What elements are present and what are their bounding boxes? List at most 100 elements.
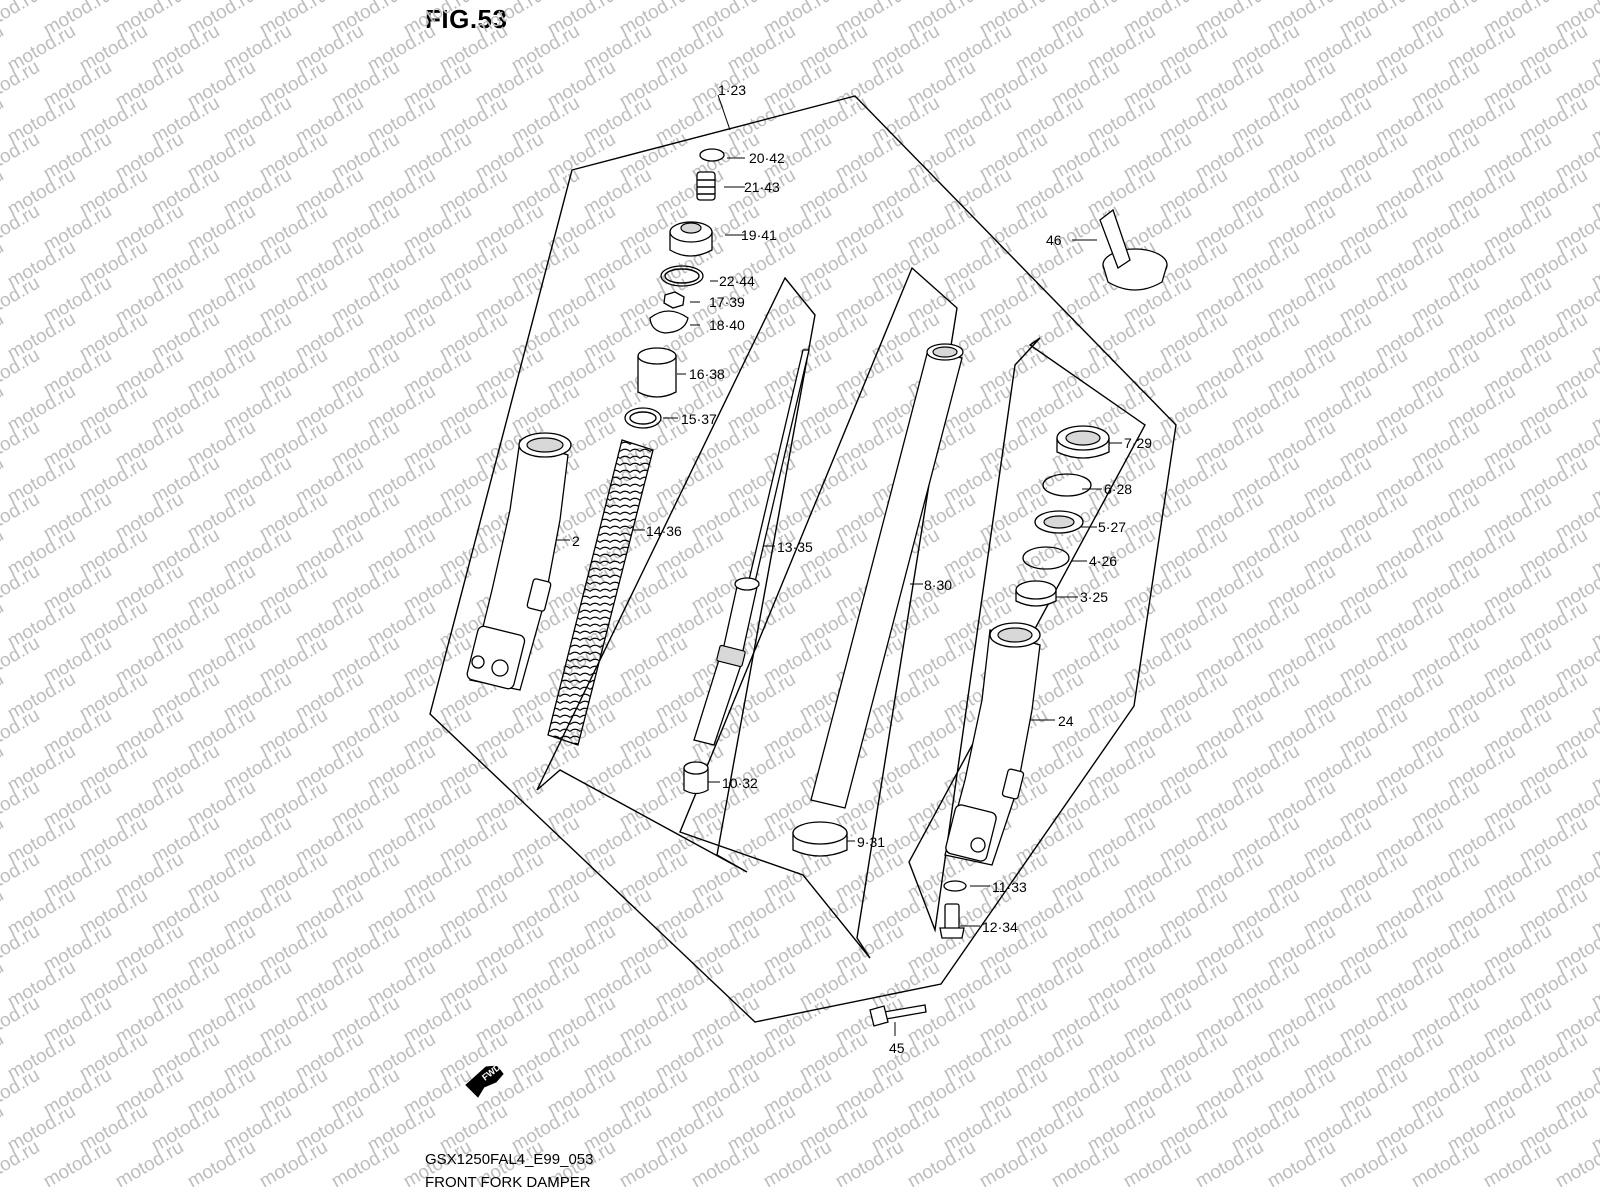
watermark-text: motod.ru (328, 1137, 403, 1193)
inner-tube-frame (908, 337, 1146, 933)
callout-7-29: 7·29 (1124, 435, 1152, 451)
spring-stopper (649, 310, 689, 334)
watermark-text: motod.ru (0, 273, 43, 329)
watermark-text: motod.ru (0, 93, 7, 149)
o-ring-cap (660, 265, 704, 287)
watermark-text: motod.ru (0, 237, 7, 293)
oil-seal-stopper-ring (1042, 473, 1092, 497)
dust-seal (1056, 425, 1110, 459)
watermark-text: motod.ru (1048, 1137, 1123, 1193)
callout-19-41: 19·41 (741, 227, 777, 243)
callout-2: 2 (572, 533, 580, 549)
callout-5-27: 5·27 (1098, 519, 1126, 535)
watermark-text: motod.ru (0, 957, 7, 1013)
callout-16-38: 16·38 (689, 366, 725, 382)
callout-1-23: 1·23 (718, 82, 746, 98)
watermark-text: motod.ru (688, 1137, 763, 1193)
callout-6-28: 6·28 (1104, 481, 1132, 497)
gasket-washer (943, 880, 967, 892)
callout-10-32: 10·32 (722, 775, 758, 791)
watermark-text: motod.ru (112, 1137, 187, 1193)
watermark-text: motod.ru (0, 849, 43, 905)
watermark-text: motod.ru (256, 1137, 331, 1193)
watermark-text: motod.ru (1120, 1137, 1195, 1193)
spring-frame (536, 276, 816, 873)
watermark-text: motod.ru (0, 525, 7, 581)
watermark-text: motod.ru (904, 1137, 979, 1193)
callout-24: 24 (1058, 713, 1074, 729)
figure-code: GSX1250FAL4_E99_053 (425, 1151, 594, 1168)
watermark-text: motod.ru (0, 489, 43, 545)
watermark-text: motod.ru (1480, 1137, 1555, 1193)
callout-14-36: 14·36 (646, 523, 682, 539)
watermark-text: motod.ru (0, 0, 43, 40)
watermark-text: motod.ru (0, 201, 43, 257)
callout-8-30: 8·30 (924, 577, 952, 593)
watermark-text: motod.ru (832, 1137, 907, 1193)
fork-spring (547, 439, 654, 746)
callout-13-35: 13·35 (777, 539, 813, 555)
watermark-text: motod.ru (0, 669, 7, 725)
watermark-text: motod.ru (0, 777, 43, 833)
inner-tube (810, 343, 964, 809)
watermark-text: motod.ru (0, 165, 7, 221)
callout-labels: 1·23 20·42 21·43 19·41 22·44 17·39 18·40… (572, 82, 1152, 1056)
callout-3-25: 3·25 (1080, 589, 1108, 605)
watermark-text: motod.ru (0, 1029, 7, 1085)
callout-46: 46 (1046, 232, 1062, 248)
figure-title: FIG.53 (425, 4, 508, 34)
outer-tube-left (466, 432, 572, 691)
watermark-text: motod.ru (0, 309, 7, 365)
watermark-text: motod.ru (0, 21, 7, 77)
watermark-text: motod.ru (616, 1137, 691, 1193)
callout-12-34: 12·34 (982, 919, 1018, 935)
fork-cap-bolt (669, 221, 713, 257)
oil-seal (1034, 510, 1084, 534)
watermark-text: motod.ru (0, 597, 7, 653)
o-ring-small (699, 148, 725, 162)
watermark-text: motod.ru (0, 705, 43, 761)
callout-21-43: 21·43 (744, 179, 780, 195)
callout-17-39: 17·39 (709, 294, 745, 310)
callout-11-33: 11·33 (992, 879, 1027, 895)
oil-seal-retainer (1022, 546, 1070, 570)
watermark-text: motod.ru (0, 57, 43, 113)
watermark-text: motod.ru (40, 1137, 115, 1193)
callout-4-26: 4·26 (1089, 553, 1117, 569)
watermark-text: motod.ru (184, 1137, 259, 1193)
forward-direction-arrow: FWD (465, 1062, 504, 1098)
watermark-text: motod.ru (0, 1137, 43, 1193)
watermark-text: motod.ru (0, 1065, 43, 1121)
callout-15-37: 15·37 (681, 411, 717, 427)
watermark-text: motod.ru (0, 561, 43, 617)
watermark-text: motod.ru (0, 417, 43, 473)
watermark-text: motod.ru (0, 1101, 7, 1157)
lock-nut (663, 291, 685, 309)
axle-clamp-bolt (869, 1004, 927, 1027)
watermark-text: motod.ru (1408, 1137, 1483, 1193)
watermark-text: motod.ru (0, 993, 43, 1049)
watermark-text: motod.ru (976, 1137, 1051, 1193)
watermark-text: motod.ru (760, 1137, 835, 1193)
watermark-text: motod.ru (0, 345, 43, 401)
damper-bushing (683, 761, 709, 795)
watermark-text: motod.ru (0, 453, 7, 509)
watermark-text: motod.ru (0, 921, 43, 977)
spring-washer (624, 407, 662, 429)
assembly-outline (429, 95, 1177, 1023)
watermark-text: motod.ru (0, 741, 7, 797)
callout-9-31: 9·31 (857, 834, 885, 850)
watermark-text: motod.ru (0, 129, 43, 185)
adjuster-bolt (696, 171, 716, 201)
watermark-text: motod.ru (1192, 1137, 1267, 1193)
callout-45: 45 (889, 1040, 905, 1056)
watermark-text: motod.ru (0, 633, 43, 689)
callout-22-44: 22·44 (719, 273, 755, 289)
guide-metal (1015, 580, 1057, 607)
watermark-text: motod.ru (1264, 1137, 1339, 1193)
callout-18-40: 18·40 (709, 317, 745, 333)
spacer-pipe (637, 347, 677, 398)
damper-rod (693, 349, 810, 746)
damper-rod-frame (679, 266, 958, 959)
